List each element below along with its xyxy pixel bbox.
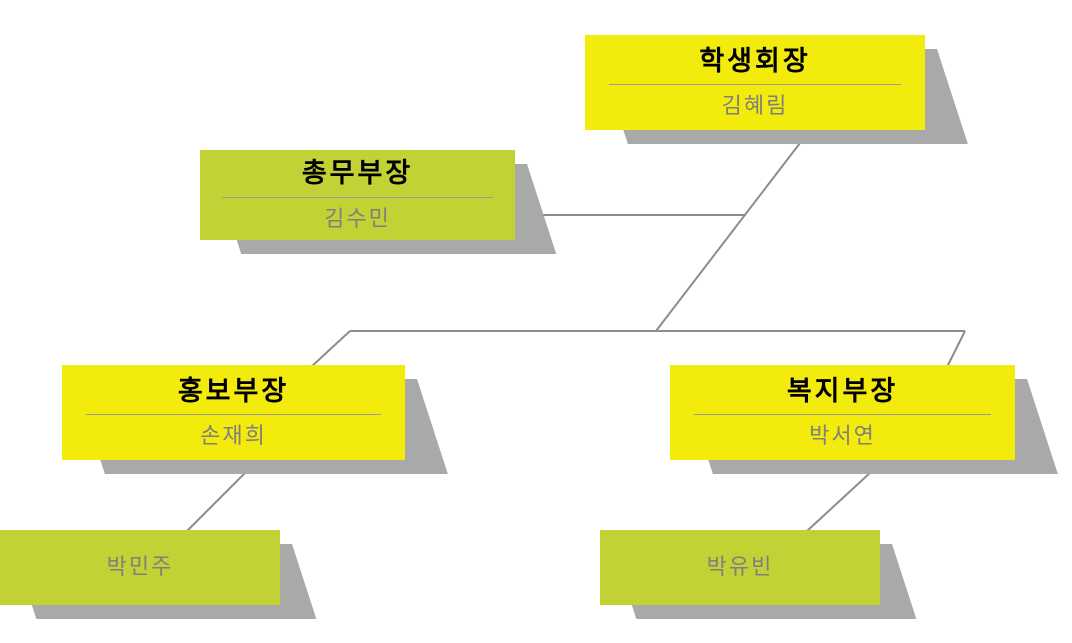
node-face: 박민주 — [0, 530, 280, 605]
node-title: 총무부장 — [301, 158, 414, 189]
connector-branch-to-pr — [310, 330, 351, 368]
org-node-staff-right: 박유빈 — [600, 530, 917, 619]
org-node-general-affairs: 총무부장 김수민 — [200, 150, 557, 254]
connector-president-trunk — [655, 129, 811, 332]
node-face: 학생회장 김혜림 — [585, 35, 925, 130]
node-title: 복지부장 — [786, 375, 899, 406]
node-person-name: 김수민 — [324, 205, 391, 231]
node-divider — [222, 196, 493, 198]
node-face: 총무부장 김수민 — [200, 150, 515, 240]
org-node-president: 학생회장 김혜림 — [585, 35, 968, 144]
node-face: 홍보부장 손재희 — [62, 365, 405, 460]
org-node-welfare: 복지부장 박서연 — [670, 365, 1058, 474]
node-face: 박유빈 — [600, 530, 880, 605]
org-node-staff-left: 박민주 — [0, 530, 317, 619]
node-title: 홍보부장 — [177, 375, 290, 406]
node-person-name: 박유빈 — [706, 554, 774, 580]
node-face: 복지부장 박서연 — [670, 365, 1015, 460]
org-node-pr: 홍보부장 손재희 — [62, 365, 448, 474]
node-title: 학생회장 — [699, 45, 811, 76]
node-person-name: 손재희 — [200, 423, 267, 449]
node-person-name: 박민주 — [106, 554, 174, 580]
node-person-name: 박서연 — [809, 423, 876, 449]
node-person-name: 김혜림 — [721, 93, 789, 119]
connector-branch-to-welfare — [946, 330, 966, 368]
node-divider — [86, 414, 381, 416]
node-divider — [608, 84, 902, 86]
node-divider — [694, 414, 991, 416]
